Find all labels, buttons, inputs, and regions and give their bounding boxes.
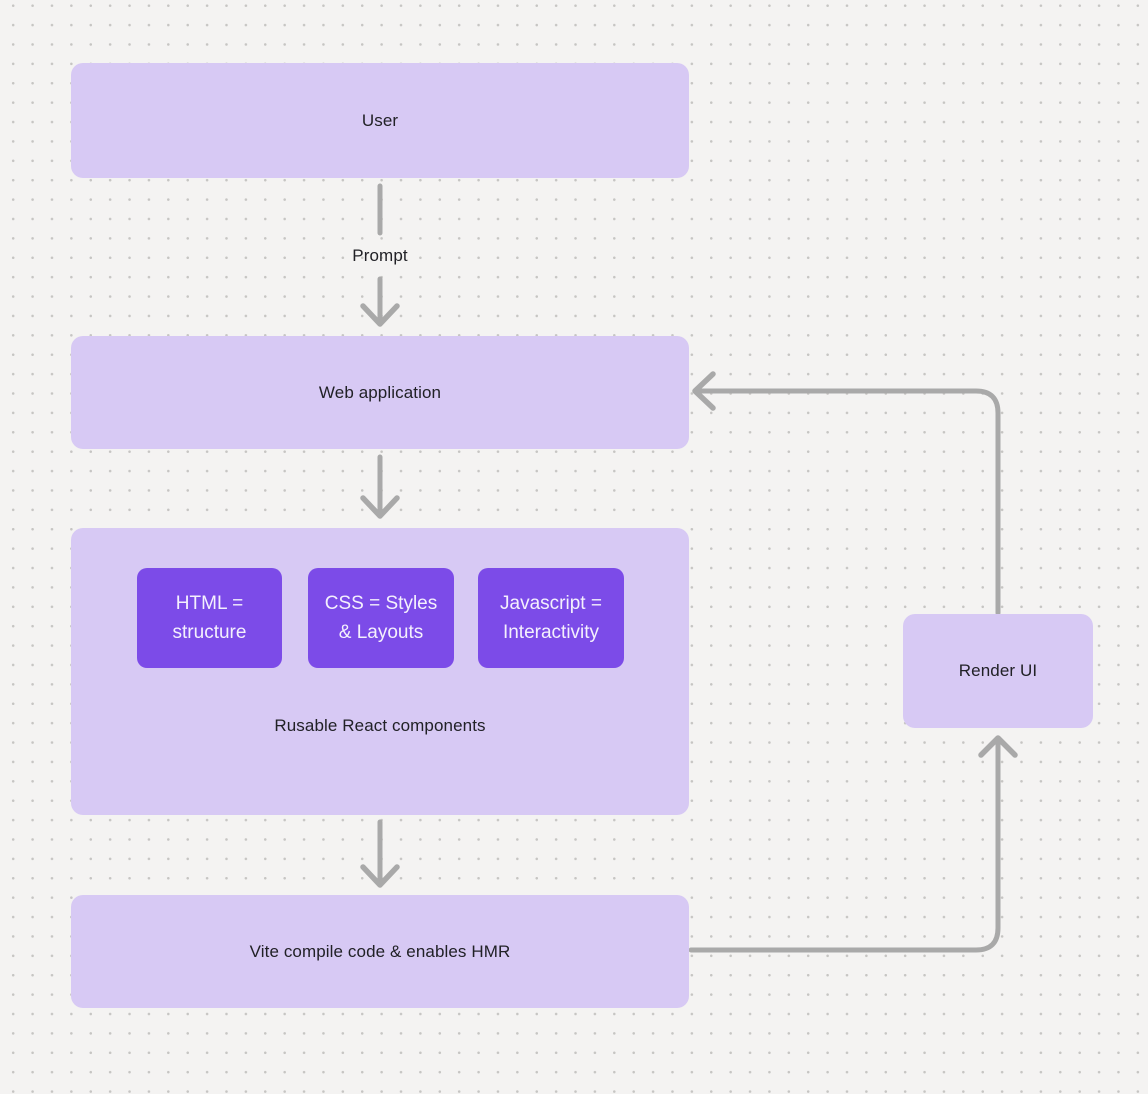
components-group-caption: Rusable React components <box>274 716 486 735</box>
node-render-ui-label: Render UI <box>958 661 1038 680</box>
arrowhead-down-icon <box>360 864 400 888</box>
edge-renderui-webapp-line <box>698 388 1001 616</box>
node-html-label: HTML = structure <box>173 589 247 647</box>
node-web-application: Web application <box>71 336 689 449</box>
node-vite: Vite compile code & enables HMR <box>71 895 689 1008</box>
arrowhead-down-icon <box>360 303 400 327</box>
node-javascript-line2: Interactivity <box>502 622 600 643</box>
edge-vite-renderui-line <box>688 741 1001 953</box>
node-css-line2: & Layouts <box>338 622 424 643</box>
arrowhead-up-icon <box>978 735 1018 758</box>
node-css-line1: CSS = Styles <box>324 593 438 614</box>
arrowhead-down-icon <box>360 495 400 519</box>
node-vite-label: Vite compile code & enables HMR <box>249 941 511 961</box>
arrowhead-left-icon <box>692 371 716 411</box>
arrow-group <box>360 183 1018 953</box>
node-user: User <box>71 63 689 178</box>
node-javascript-line1: Javascript = <box>500 593 602 614</box>
node-html-line2: structure <box>172 622 247 643</box>
node-css-label: CSS = Styles & Layouts <box>325 589 437 647</box>
node-user-label: User <box>361 110 399 130</box>
node-html-line1: HTML = <box>175 593 244 614</box>
node-html: HTML = structure <box>137 568 282 668</box>
edge-label-prompt: Prompt <box>352 246 408 265</box>
node-javascript-label: Javascript = Interactivity <box>500 589 602 647</box>
node-css: CSS = Styles & Layouts <box>308 568 454 668</box>
node-web-application-label: Web application <box>318 382 442 402</box>
node-javascript: Javascript = Interactivity <box>478 568 624 668</box>
node-render-ui: Render UI <box>903 614 1093 728</box>
